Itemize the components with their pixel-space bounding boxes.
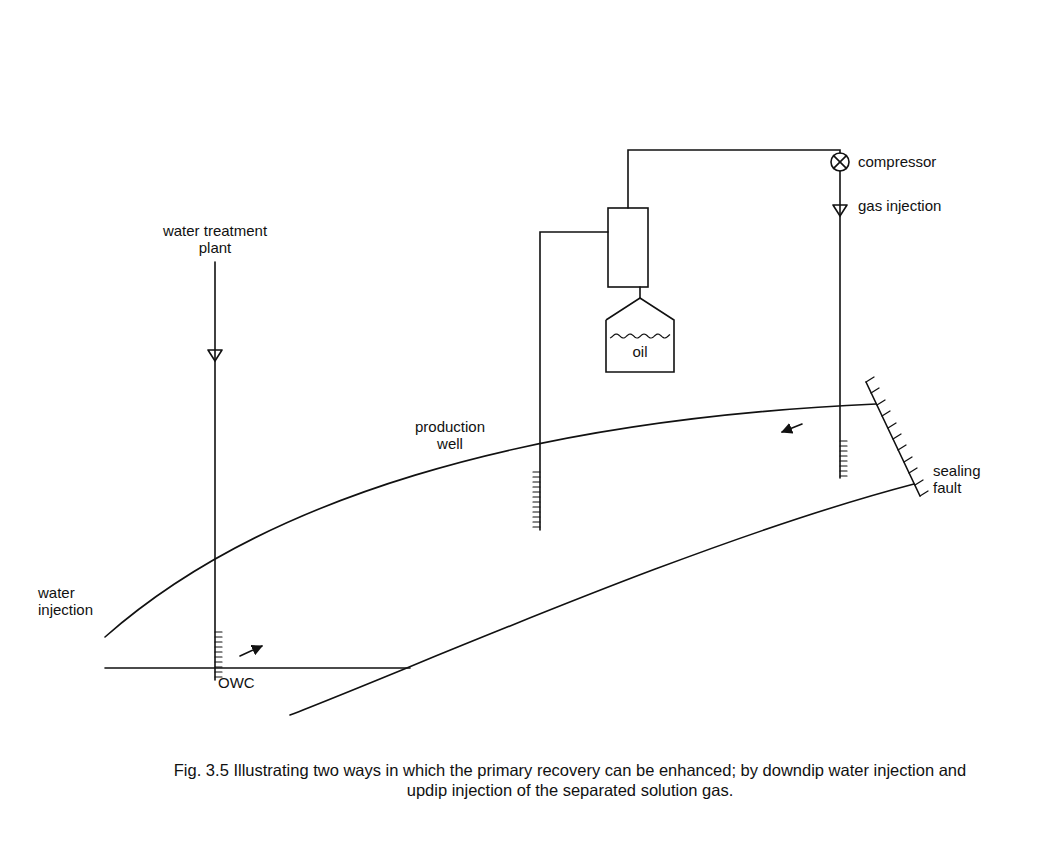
compressor-symbol: [831, 153, 849, 171]
fault-label: sealing fault: [933, 462, 1003, 496]
reservoir-top: [105, 404, 876, 637]
separator: [608, 208, 648, 287]
reservoir-base: [290, 484, 914, 715]
flow-label: gas injection: [858, 197, 978, 214]
flow-marker: [833, 205, 847, 216]
flow-marker: [208, 350, 222, 361]
fault-hatch: [866, 377, 928, 496]
tank-shape: [606, 298, 674, 372]
production-well: [540, 232, 608, 530]
water-well: [214, 262, 216, 680]
oil-surface: [610, 334, 670, 338]
owc-line: [105, 667, 410, 669]
equipment-label: water treatment plant: [160, 222, 270, 256]
equipment-label: compressor: [858, 153, 968, 170]
tank-outline: [604, 296, 676, 374]
well-label: production well: [405, 418, 495, 452]
perforations: [840, 441, 847, 476]
separator-to-compressor: [628, 150, 840, 208]
contact-label: OWC: [218, 674, 278, 691]
perforations: [533, 472, 540, 527]
gas-flow-arrow: [782, 424, 802, 432]
figure-caption: Fig. 3.5 Illustrating two ways in which …: [170, 760, 970, 800]
separator-to-tank: [639, 287, 641, 298]
compressor-cross: [834, 156, 847, 169]
flow-label: water injection: [38, 584, 118, 618]
storage-tank: oil: [604, 296, 676, 374]
water-flow-arrow: [240, 646, 262, 656]
perforations: [215, 632, 222, 677]
tank-label: oil: [604, 343, 676, 360]
